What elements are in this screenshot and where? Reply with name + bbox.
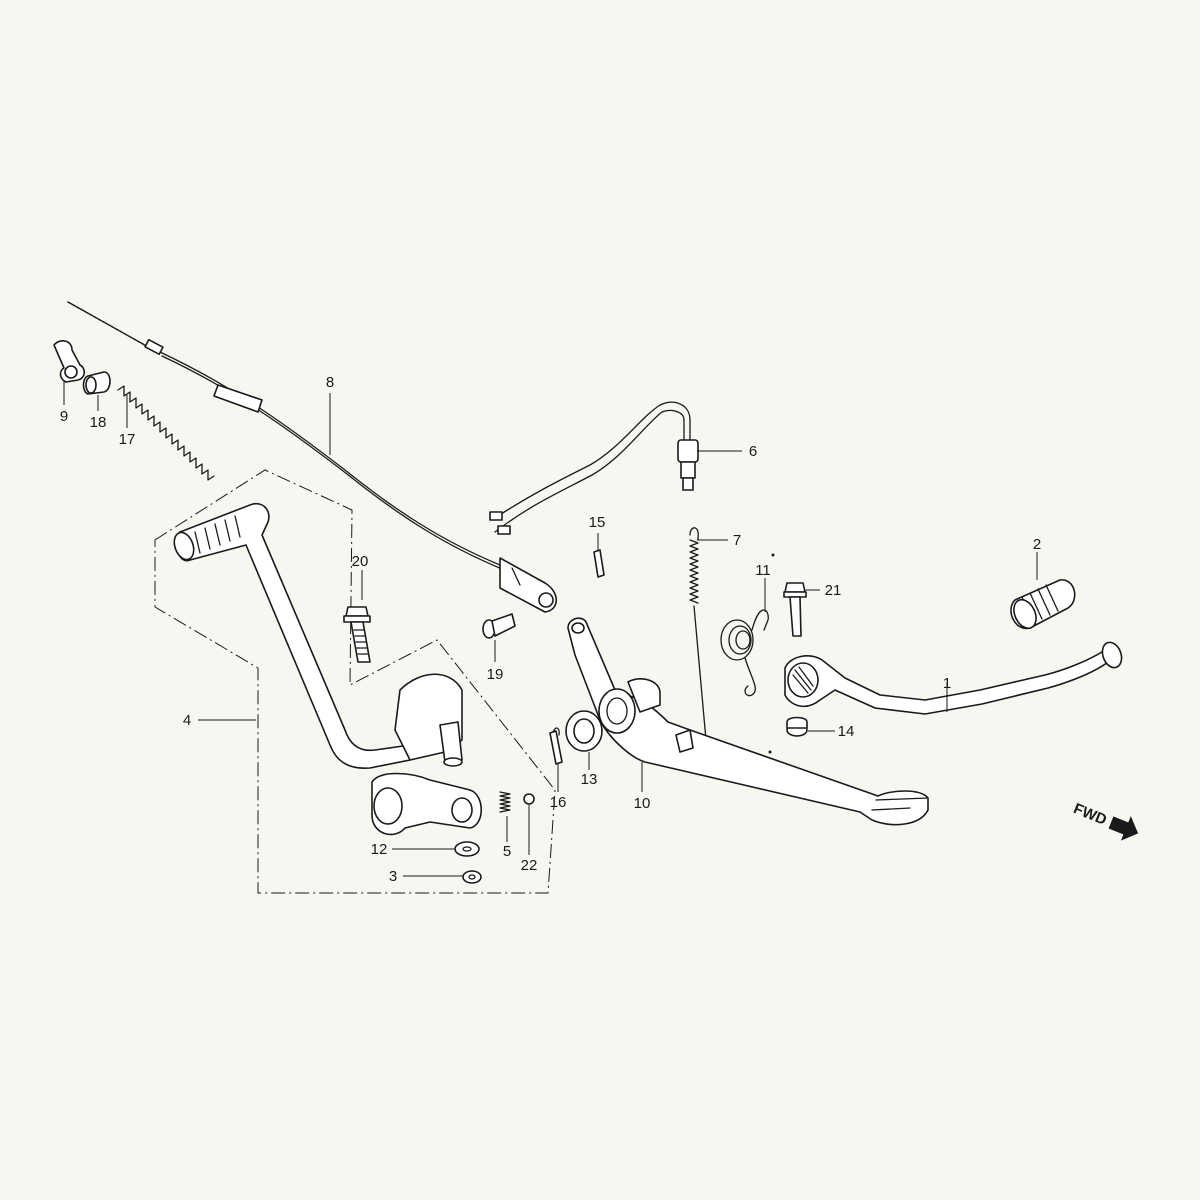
callout-22: 22 [521,857,538,874]
fwd-label: FWD [1071,800,1109,829]
callout-3: 3 [389,868,397,885]
washer-part-12[interactable] [454,841,480,857]
callout-labels: 1 2 3 4 5 6 7 8 9 10 11 12 13 14 15 16 1… [60,374,1041,885]
stray-dot [771,553,775,557]
spring-part-5[interactable] [499,791,511,813]
callout-11: 11 [755,562,771,579]
callout-13: 13 [581,771,598,788]
kickstarter-arm-part-1[interactable] [784,640,1125,715]
wing-nut-part-9[interactable] [53,340,86,383]
clevis-pin-part-19[interactable] [482,613,516,639]
callout-14: 14 [838,723,855,740]
cotter-pin-part-16[interactable] [549,727,563,765]
assembly-outline-4 [154,469,556,894]
callout-5: 5 [503,843,511,860]
callout-16: 16 [550,794,567,811]
spring-part-7[interactable] [689,527,707,747]
callout-10: 10 [634,795,651,812]
bolt-part-20[interactable] [343,606,371,663]
fwd-arrow-icon [1108,816,1139,841]
brake-cable-part-8[interactable] [67,301,558,613]
callout-20: 20 [352,553,369,570]
callout-9: 9 [60,408,68,425]
callout-4: 4 [183,712,191,729]
callout-18: 18 [90,414,107,431]
brake-pedal-part-10[interactable] [567,617,929,826]
spring-part-17[interactable] [117,385,215,481]
pin-part-15[interactable] [593,549,605,578]
callout-6: 6 [749,443,757,460]
circlip-part-3[interactable] [462,870,482,884]
callout-1: 1 [943,675,951,692]
callout-21: 21 [825,582,842,599]
callout-19: 19 [487,666,504,683]
callout-15: 15 [589,514,606,531]
callout-7: 7 [733,532,741,549]
callout-2: 2 [1033,536,1041,553]
bolt-part-21[interactable] [783,582,807,637]
joint-part-18[interactable] [82,371,111,395]
callout-8: 8 [326,374,334,391]
callout-17: 17 [119,431,136,448]
lever-boss [371,772,483,836]
steel-ball-part-22[interactable] [523,793,535,805]
stray-dot [768,750,772,754]
forward-direction-indicator: FWD [1071,800,1139,841]
rubber-grip-part-2[interactable] [1010,579,1076,632]
return-spring-part-11[interactable] [720,609,769,697]
oil-seal-part-13[interactable] [565,710,603,752]
leader-lines [63,380,1038,877]
collar-part-14[interactable] [786,716,808,737]
kickstarter-lever-part-4[interactable] [171,503,463,769]
callout-12: 12 [371,841,388,858]
